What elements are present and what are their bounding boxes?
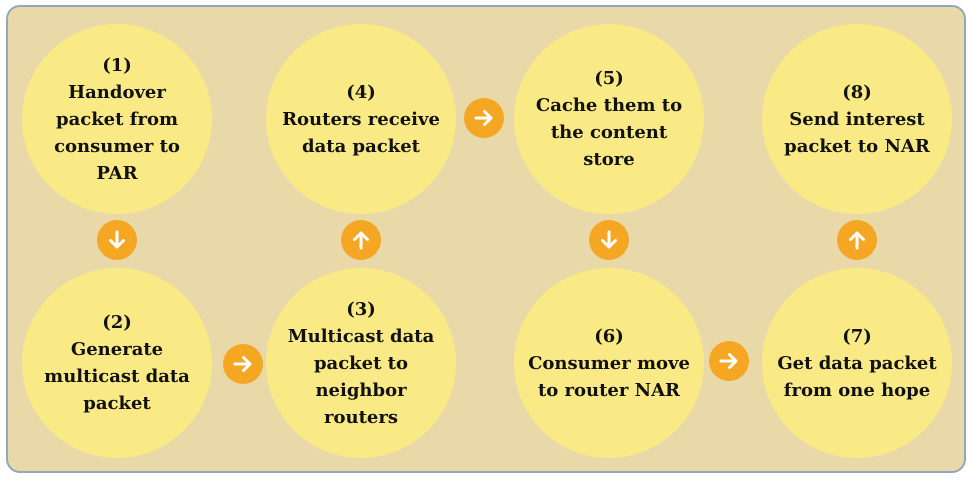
step-8: (8) Send interest packet to NAR [762,24,952,214]
step-number: (2) [102,312,132,333]
step-label: Send interest packet to NAR [784,108,930,157]
step-label: Consumer move to router NAR [528,352,690,401]
step-label: Cache them to the content store [535,95,683,170]
arrow-right-icon [709,341,749,381]
arrow-right-icon [223,344,263,384]
step-number: (4) [346,81,376,103]
step-7: (7) Get data packet from one hope [762,268,952,458]
arrow-down-icon [97,220,137,260]
step-label: Generate multicast data packet [44,339,190,414]
step-3: (3) Multicast data packet to neighbor ro… [266,268,456,458]
arrow-up-icon [341,220,381,260]
step-2: (2) Generate multicast data packet [22,268,212,458]
step-label: Routers receive data packet [282,108,440,157]
step-label: Handover packet from consumer to PAR [54,81,180,184]
arrow-right-icon [464,98,504,138]
step-number: (5) [594,68,624,89]
step-number: (3) [346,298,376,320]
arrow-down-icon [589,220,629,260]
step-label: Multicast data packet to neighbor router… [287,325,435,428]
arrow-up-icon [837,220,877,260]
step-5: (5) Cache them to the content store [514,24,704,214]
step-number: (1) [102,54,132,76]
step-number: (8) [842,81,872,103]
diagram-frame: (1) Handover packet from consumer to PAR… [6,5,966,473]
step-4: (4) Routers receive data packet [266,24,456,214]
step-1: (1) Handover packet from consumer to PAR [22,24,212,214]
step-number: (7) [842,325,872,347]
step-label: Get data packet from one hope [777,352,937,401]
step-6: (6) Consumer move to router NAR [514,268,704,458]
step-number: (6) [594,325,624,347]
